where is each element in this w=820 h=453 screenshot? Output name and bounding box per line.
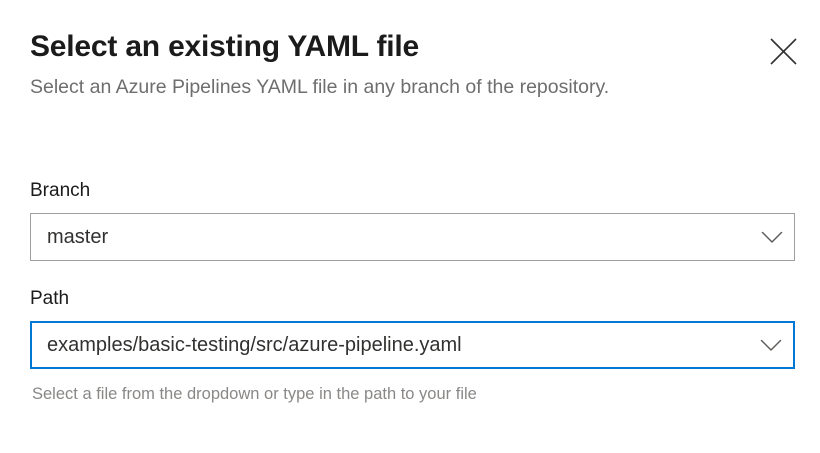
close-button[interactable] — [760, 28, 806, 74]
close-icon — [769, 37, 797, 65]
chevron-down-icon — [761, 231, 783, 244]
path-combobox[interactable] — [30, 321, 795, 369]
form-area: Branch Path — [30, 178, 795, 405]
path-label: Path — [30, 288, 70, 309]
branch-field-group: Branch — [30, 178, 795, 261]
path-input[interactable] — [32, 331, 749, 359]
dialog-header: Select an existing YAML file Select an A… — [30, 28, 740, 103]
branch-dropdown-toggle[interactable] — [750, 214, 794, 260]
branch-label: Branch — [30, 180, 91, 201]
branch-input[interactable] — [31, 223, 750, 251]
branch-combobox[interactable] — [30, 213, 795, 261]
chevron-down-icon — [760, 339, 782, 352]
path-dropdown-toggle[interactable] — [749, 323, 793, 367]
page-title: Select an existing YAML file — [30, 30, 419, 63]
path-field-group: Path Select a file from the dropdown or … — [30, 286, 795, 405]
dialog-subtitle: Select an Azure Pipelines YAML file in a… — [30, 76, 610, 98]
path-helper-text: Select a file from the dropdown or type … — [32, 385, 477, 403]
